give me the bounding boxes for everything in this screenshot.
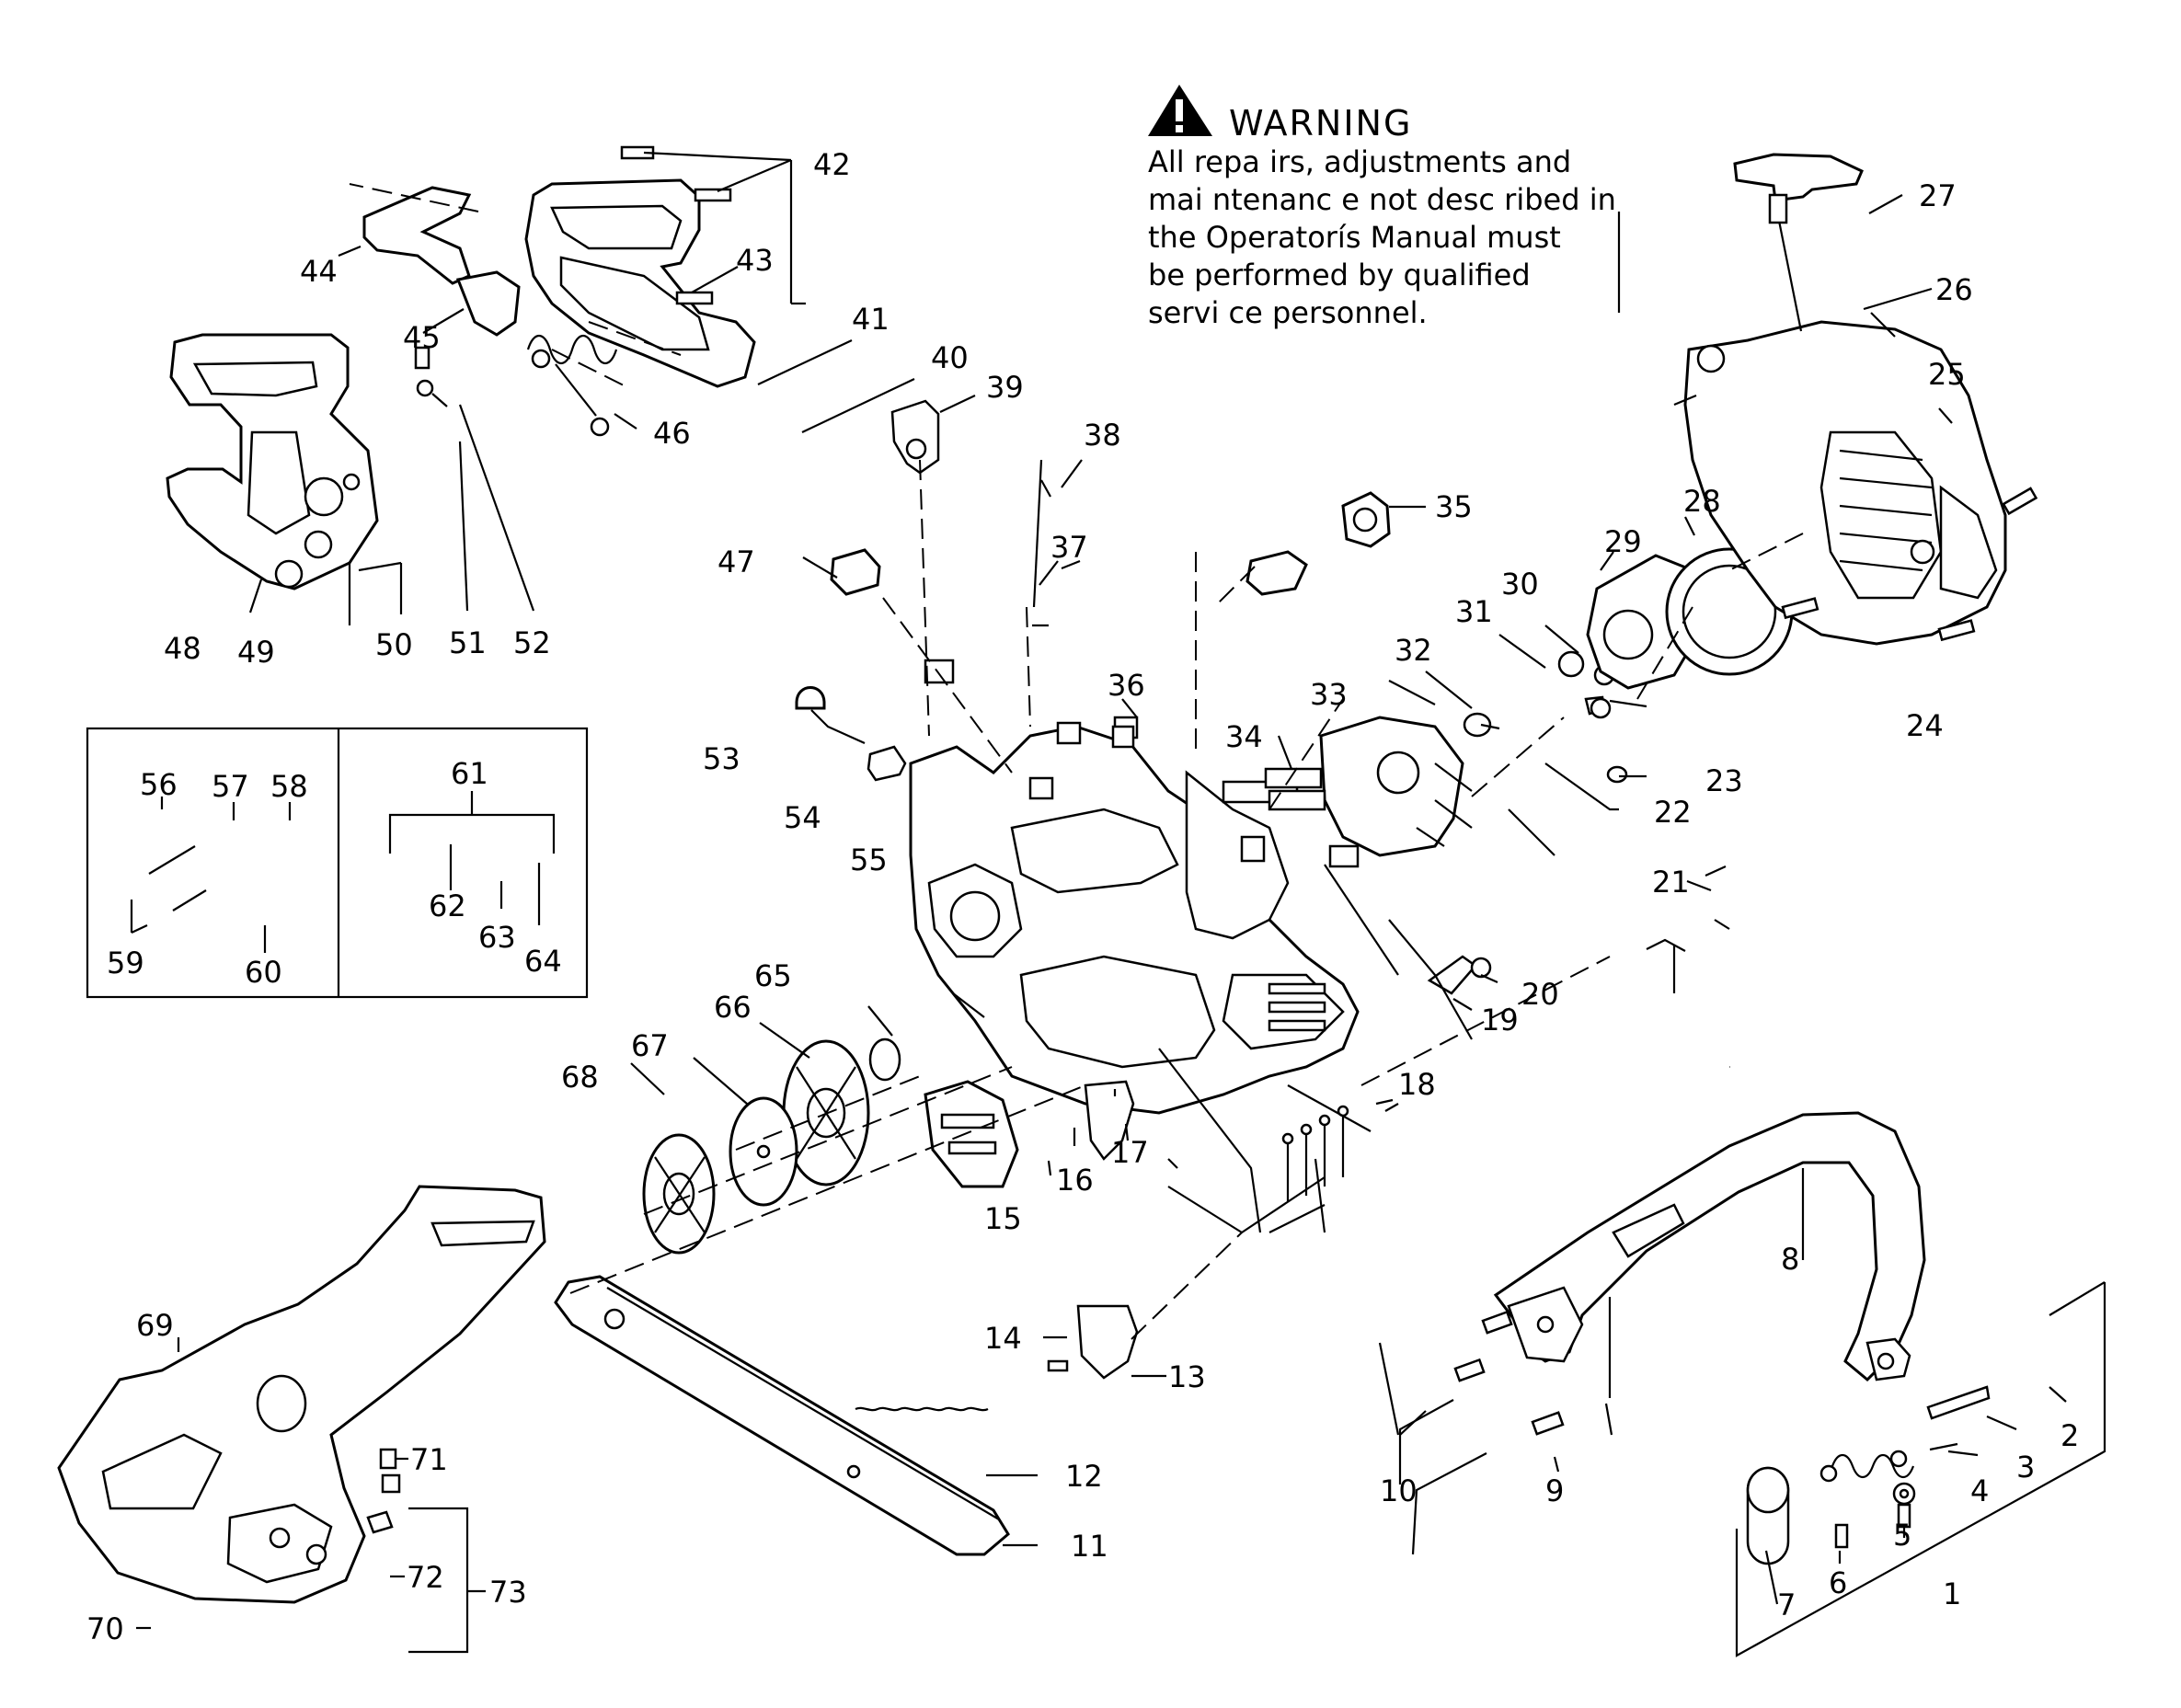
part-label-12: 12 (1065, 1459, 1103, 1494)
warning-line-1: All repa irs, adjustments and (1148, 144, 1572, 179)
part-label-47: 47 (717, 544, 755, 579)
part-label-2: 2 (2060, 1418, 2079, 1453)
warning-line-5: servi ce personnel. (1148, 295, 1428, 330)
warning-line-2: mai ntenanc e not desc ribed in (1148, 182, 1616, 217)
part-label-71: 71 (410, 1442, 448, 1477)
warning-notice: WARNING All repa irs, adjustments and ma… (1148, 103, 1663, 332)
part-label-61: 61 (451, 756, 488, 791)
warning-header: WARNING (1148, 103, 1663, 143)
part-label-52: 52 (513, 625, 551, 660)
part-label-39: 39 (986, 370, 1024, 405)
part-label-48: 48 (164, 631, 201, 666)
part-label-3: 3 (2016, 1450, 2035, 1484)
part-label-33: 33 (1310, 677, 1348, 712)
part-label-10: 10 (1380, 1473, 1418, 1508)
part-label-53: 53 (703, 741, 740, 776)
part-label-38: 38 (1084, 418, 1121, 453)
part-label-55: 55 (850, 843, 888, 877)
leader-lines (349, 183, 2106, 1657)
part-label-16: 16 (1056, 1163, 1094, 1198)
kit-legend-box (86, 727, 589, 999)
part-label-26: 26 (1935, 272, 1973, 307)
small-parts-upper (416, 379, 955, 782)
part-label-64: 64 (524, 944, 562, 979)
part-label-24: 24 (1906, 708, 1944, 743)
part-label-18: 18 (1398, 1067, 1436, 1102)
part-label-32: 32 (1395, 633, 1432, 668)
warning-line-4: be performed by qualified (1148, 258, 1531, 292)
part-label-15: 15 (984, 1201, 1022, 1236)
part-label-56: 56 (140, 767, 178, 802)
part-label-23: 23 (1705, 763, 1743, 798)
part-number-labels: 1 2 3 4 5 6 7 8 9 10 11 12 13 14 15 16 1… (86, 147, 2079, 1646)
warning-title: WARNING (1229, 103, 1413, 143)
top-handle-assembly (362, 145, 756, 437)
part-label-5: 5 (1893, 1518, 1911, 1553)
part-label-4: 4 (1970, 1473, 1989, 1508)
part-label-63: 63 (478, 920, 516, 955)
part-label-43: 43 (736, 243, 774, 278)
part-label-59: 59 (107, 946, 144, 980)
part-label-67: 67 (631, 1028, 669, 1063)
small-parts-center (1032, 459, 1686, 1380)
part-label-14: 14 (984, 1321, 1022, 1356)
part-label-44: 44 (300, 254, 338, 289)
part-label-31: 31 (1455, 594, 1493, 629)
part-label-36: 36 (1108, 668, 1145, 703)
guide-bar-and-chain (57, 1185, 1010, 1604)
crankcase (909, 716, 1360, 1161)
part-label-21: 21 (1652, 865, 1690, 900)
rear-handle (166, 333, 379, 590)
part-label-29: 29 (1604, 524, 1642, 559)
part-label-20: 20 (1521, 977, 1559, 1012)
part-label-42: 42 (813, 147, 851, 182)
part-label-60: 60 (245, 955, 282, 990)
part-label-49: 49 (237, 635, 275, 670)
warning-line-3: the Operatorís Manual must (1148, 220, 1561, 255)
warning-triangle-icon (1148, 85, 1212, 136)
part-label-58: 58 (270, 769, 308, 804)
part-label-35: 35 (1435, 489, 1473, 524)
flywheel-assembly (1111, 491, 1794, 868)
part-label-22: 22 (1654, 795, 1692, 830)
part-label-68: 68 (561, 1060, 599, 1095)
part-label-66: 66 (714, 990, 752, 1025)
part-label-1: 1 (1943, 1576, 1961, 1611)
part-label-51: 51 (449, 625, 487, 660)
part-label-50: 50 (375, 627, 413, 662)
part-label-6: 6 (1829, 1565, 1847, 1600)
clutch-assembly (642, 1037, 1019, 1255)
part-label-28: 28 (1683, 484, 1721, 519)
part-label-17: 17 (1111, 1135, 1149, 1170)
part-label-54: 54 (784, 800, 821, 835)
part-label-27: 27 (1919, 178, 1957, 213)
part-label-41: 41 (852, 302, 890, 337)
part-label-40: 40 (931, 340, 969, 375)
part-label-57: 57 (212, 769, 249, 804)
part-label-8: 8 (1781, 1242, 1799, 1277)
part-label-30: 30 (1501, 567, 1539, 602)
part-label-19: 19 (1481, 1003, 1519, 1037)
part-label-13: 13 (1168, 1359, 1206, 1394)
part-label-7: 7 (1777, 1588, 1796, 1622)
front-handle (1453, 1111, 1991, 1565)
part-label-37: 37 (1050, 530, 1088, 565)
part-label-11: 11 (1071, 1529, 1108, 1564)
part-label-70: 70 (86, 1611, 124, 1646)
label-leaders (136, 151, 2067, 1654)
part-label-73: 73 (489, 1575, 527, 1610)
part-label-69: 69 (136, 1308, 174, 1343)
part-label-34: 34 (1225, 719, 1263, 754)
part-label-46: 46 (653, 416, 691, 451)
part-label-25: 25 (1928, 357, 1966, 392)
part-label-45: 45 (403, 320, 441, 355)
starter-housing (1683, 153, 2038, 646)
part-label-9: 9 (1545, 1473, 1564, 1508)
part-label-65: 65 (754, 958, 792, 993)
part-label-72: 72 (407, 1560, 444, 1595)
part-label-62: 62 (429, 888, 466, 923)
